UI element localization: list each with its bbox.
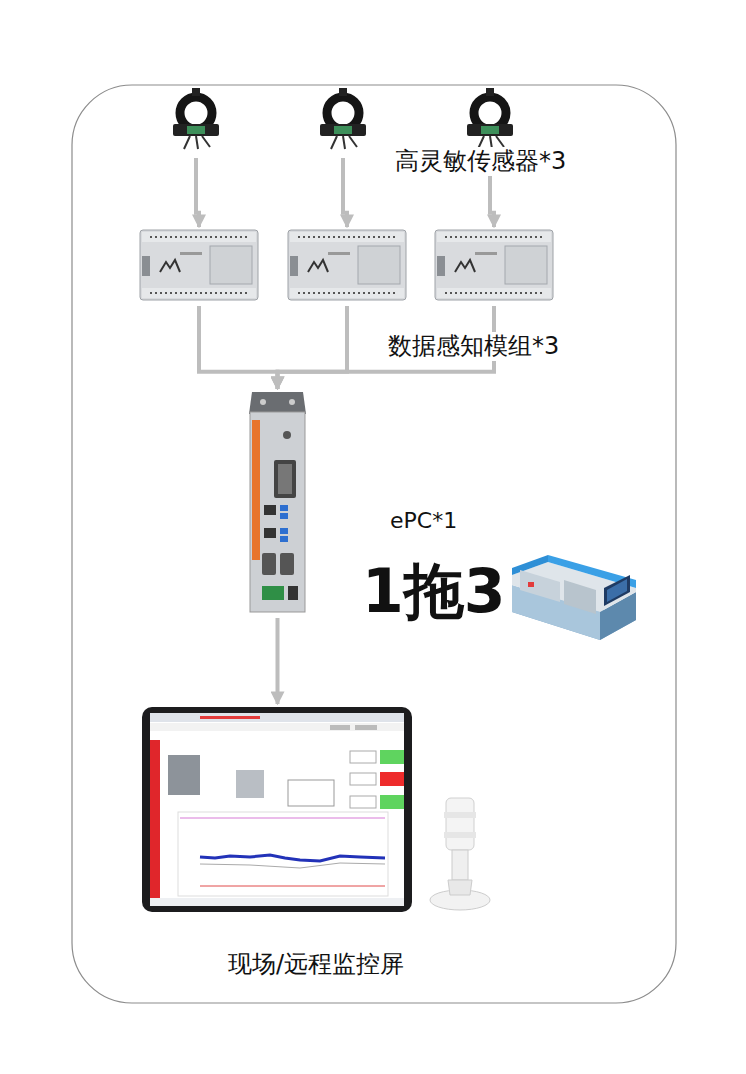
current-sensor-icons-part <box>320 88 366 149</box>
signal-tower-icon <box>430 798 490 910</box>
epc-icon-part <box>264 505 276 515</box>
signal-tower-icon-part <box>448 880 472 895</box>
signal-tower-icon-part <box>444 832 476 838</box>
tablet-screen-icon-part <box>350 751 376 763</box>
tablet-screen-icon <box>142 707 412 912</box>
sensor-node <box>171 92 221 152</box>
caption: ePC*1 <box>387 508 460 534</box>
epc-icon-part <box>249 392 306 414</box>
tablet-screen-icon-part <box>142 707 412 912</box>
tablet-screen-icon-part <box>350 796 376 808</box>
tablet-screen-icon-part <box>355 725 377 730</box>
module-node <box>140 230 258 300</box>
current-sensor-icons-part <box>173 88 219 149</box>
arrow-connector <box>199 306 278 389</box>
cnc-machine-icon-part <box>512 555 548 575</box>
signal-tower-icon-part <box>446 798 474 850</box>
signal-tower-icon-part <box>452 850 468 880</box>
tablet-screen-icon-part <box>350 773 376 785</box>
epc-icon-part <box>252 420 260 560</box>
arrow-connector <box>276 618 280 704</box>
epc-icon-part <box>280 553 294 575</box>
sensor-node: 高灵敏传感器*3 <box>465 92 515 152</box>
module-icons-part <box>288 230 406 300</box>
tablet-screen-icon-part <box>178 812 388 896</box>
epc-icon-part <box>274 460 296 498</box>
module-icons-part <box>435 230 553 300</box>
module-node <box>288 230 406 300</box>
tablet-screen-icon-part <box>150 723 404 731</box>
tablet-screen-icon-part <box>380 795 404 809</box>
tablet-screen-icon-part <box>380 750 404 764</box>
caption: 数据感知模组*3 <box>385 332 562 361</box>
screen-node: 现场/远程监控屏 <box>142 707 412 912</box>
epc-icon-part <box>289 399 295 405</box>
cnc-machine-icon-part <box>604 575 630 606</box>
epc-node: ePC*1 <box>250 392 305 612</box>
outer-frame <box>72 85 676 1003</box>
tablet-screen-icon-part <box>200 716 260 719</box>
tablet-screen-icon-part <box>150 898 404 906</box>
epc-icon-part <box>288 586 298 600</box>
module-icons-part <box>140 230 258 300</box>
tablet-screen-icon-part <box>288 780 334 806</box>
epc-icon-part <box>280 536 288 542</box>
tablet-screen-icon-part <box>330 725 350 730</box>
caption: 现场/远程监控屏 <box>225 950 407 979</box>
headline-label: 1拖3 <box>362 558 506 624</box>
cnc-machine-icon-part <box>520 570 560 602</box>
tablet-screen-icon-part <box>180 818 385 819</box>
epc-icon-part <box>283 431 291 439</box>
tablet-screen-icon-part <box>380 772 404 786</box>
tablet-screen-icon-part <box>236 770 264 798</box>
tablet-screen-icon-part <box>168 755 200 795</box>
epc-icon-part <box>264 528 276 538</box>
arrow-connector <box>278 306 348 389</box>
module-icons <box>140 230 553 300</box>
arrow-connector <box>343 158 347 227</box>
tablet-screen-icon-part <box>150 713 404 722</box>
tablet-screen-icon-part <box>200 886 385 887</box>
epc-icon-part <box>280 513 288 519</box>
cnc-machine-icon-part <box>607 579 627 602</box>
epc-icon-part <box>278 464 292 494</box>
epc-icon-part <box>260 399 266 405</box>
current-sensor-icons-part <box>467 88 513 149</box>
epc-icon-part <box>250 412 305 612</box>
cnc-machine-icon-part <box>564 580 596 614</box>
module-node: 数据感知模组*3 <box>435 230 553 300</box>
sensor-node <box>318 92 368 152</box>
tablet-screen-icon-part <box>200 863 385 868</box>
epc-icon <box>249 392 306 612</box>
epc-icon-part <box>262 553 276 575</box>
caption: 高灵敏传感器*3 <box>392 147 569 176</box>
signal-tower-icon-part <box>444 812 476 818</box>
epc-icon-part <box>262 586 284 600</box>
epc-icon-part <box>280 505 288 511</box>
tablet-screen-icon-part <box>150 740 160 902</box>
current-sensor-icons <box>173 88 513 149</box>
tablet-screen-icon-part <box>200 855 385 861</box>
cnc-machine-icon <box>512 555 636 640</box>
arrow-connector <box>196 158 199 227</box>
tablet-screen-icon-part <box>150 713 404 906</box>
epc-icon-part <box>280 528 288 534</box>
cnc-machine-icon-part <box>528 582 534 587</box>
